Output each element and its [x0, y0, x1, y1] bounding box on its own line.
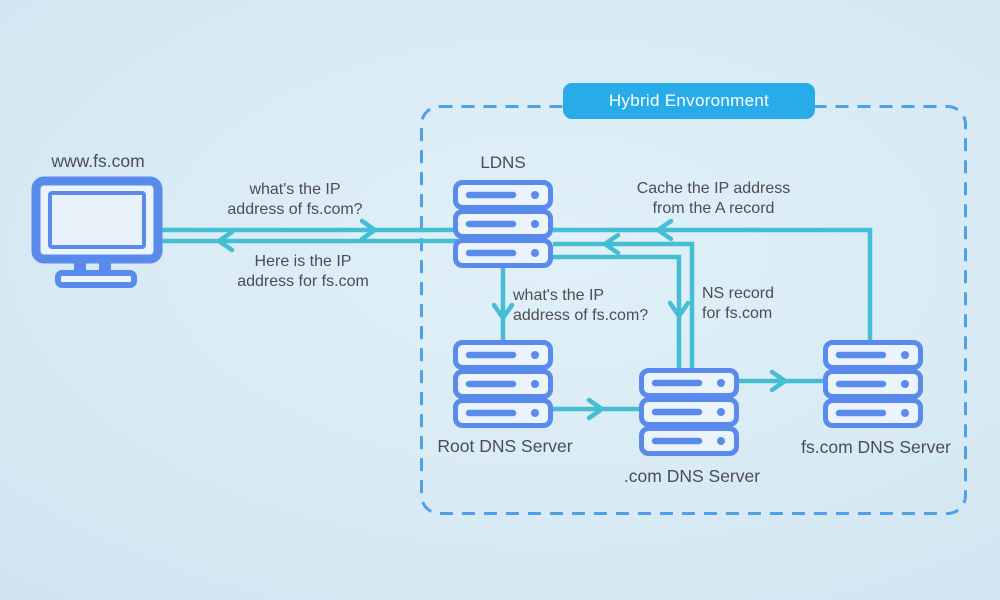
- label-line: address for fs.com: [237, 273, 369, 290]
- arrow-left-icon: [602, 232, 621, 256]
- label-line: address of fs.com?: [513, 307, 649, 324]
- ns-record-label: NS record for fs.com: [702, 284, 832, 324]
- client-computer: [31, 176, 163, 290]
- root-dns-label: Root DNS Server: [437, 436, 573, 456]
- arrow-right-icon: [586, 397, 605, 421]
- com-dns-server: [639, 368, 739, 456]
- label-line: what's the IP: [249, 181, 341, 198]
- com-dns-label: .com DNS Server: [623, 466, 761, 486]
- root-dns-server: [453, 340, 553, 428]
- hybrid-environment-badge: Hybrid Envoronment: [563, 83, 815, 119]
- label-line: what's the IP: [513, 287, 605, 304]
- query-ldns-root-label: what's the IP address of fs.com?: [513, 286, 673, 326]
- computer-icon: [31, 176, 163, 288]
- arrow-right-icon: [769, 369, 788, 393]
- server-icon: [453, 340, 553, 428]
- label-line: Cache the IP address: [636, 180, 791, 197]
- query-client-ldns-label: what's the IP address of fs.com?: [180, 180, 410, 220]
- label-line: NS record: [702, 285, 775, 302]
- label-line: from the A record: [652, 200, 775, 217]
- reply-ldns-client-label: Here is the IP address for fs.com: [188, 252, 418, 292]
- arrow-down-icon: [491, 302, 515, 321]
- hybrid-environment-badge-label: Hybrid Envoronment: [608, 91, 770, 110]
- server-icon: [639, 368, 739, 456]
- label-line: Here is the IP: [254, 253, 352, 270]
- ldns-server: [453, 180, 553, 268]
- label-line: for fs.com: [702, 305, 773, 322]
- server-icon: [823, 340, 923, 428]
- cache-a-record-label: Cache the IP address from the A record: [596, 179, 831, 219]
- fscom-dns-server: [823, 340, 923, 428]
- arrow-right-icon: [359, 218, 378, 242]
- fscom-dns-label: fs.com DNS Server: [801, 437, 951, 457]
- client-label: www.fs.com: [51, 151, 145, 171]
- ldns-label: LDNS: [480, 153, 526, 172]
- server-icon: [453, 180, 553, 268]
- label-line: address of fs.com?: [227, 201, 363, 218]
- arrow-left-icon: [216, 229, 235, 253]
- arrow-left-icon: [655, 218, 674, 242]
